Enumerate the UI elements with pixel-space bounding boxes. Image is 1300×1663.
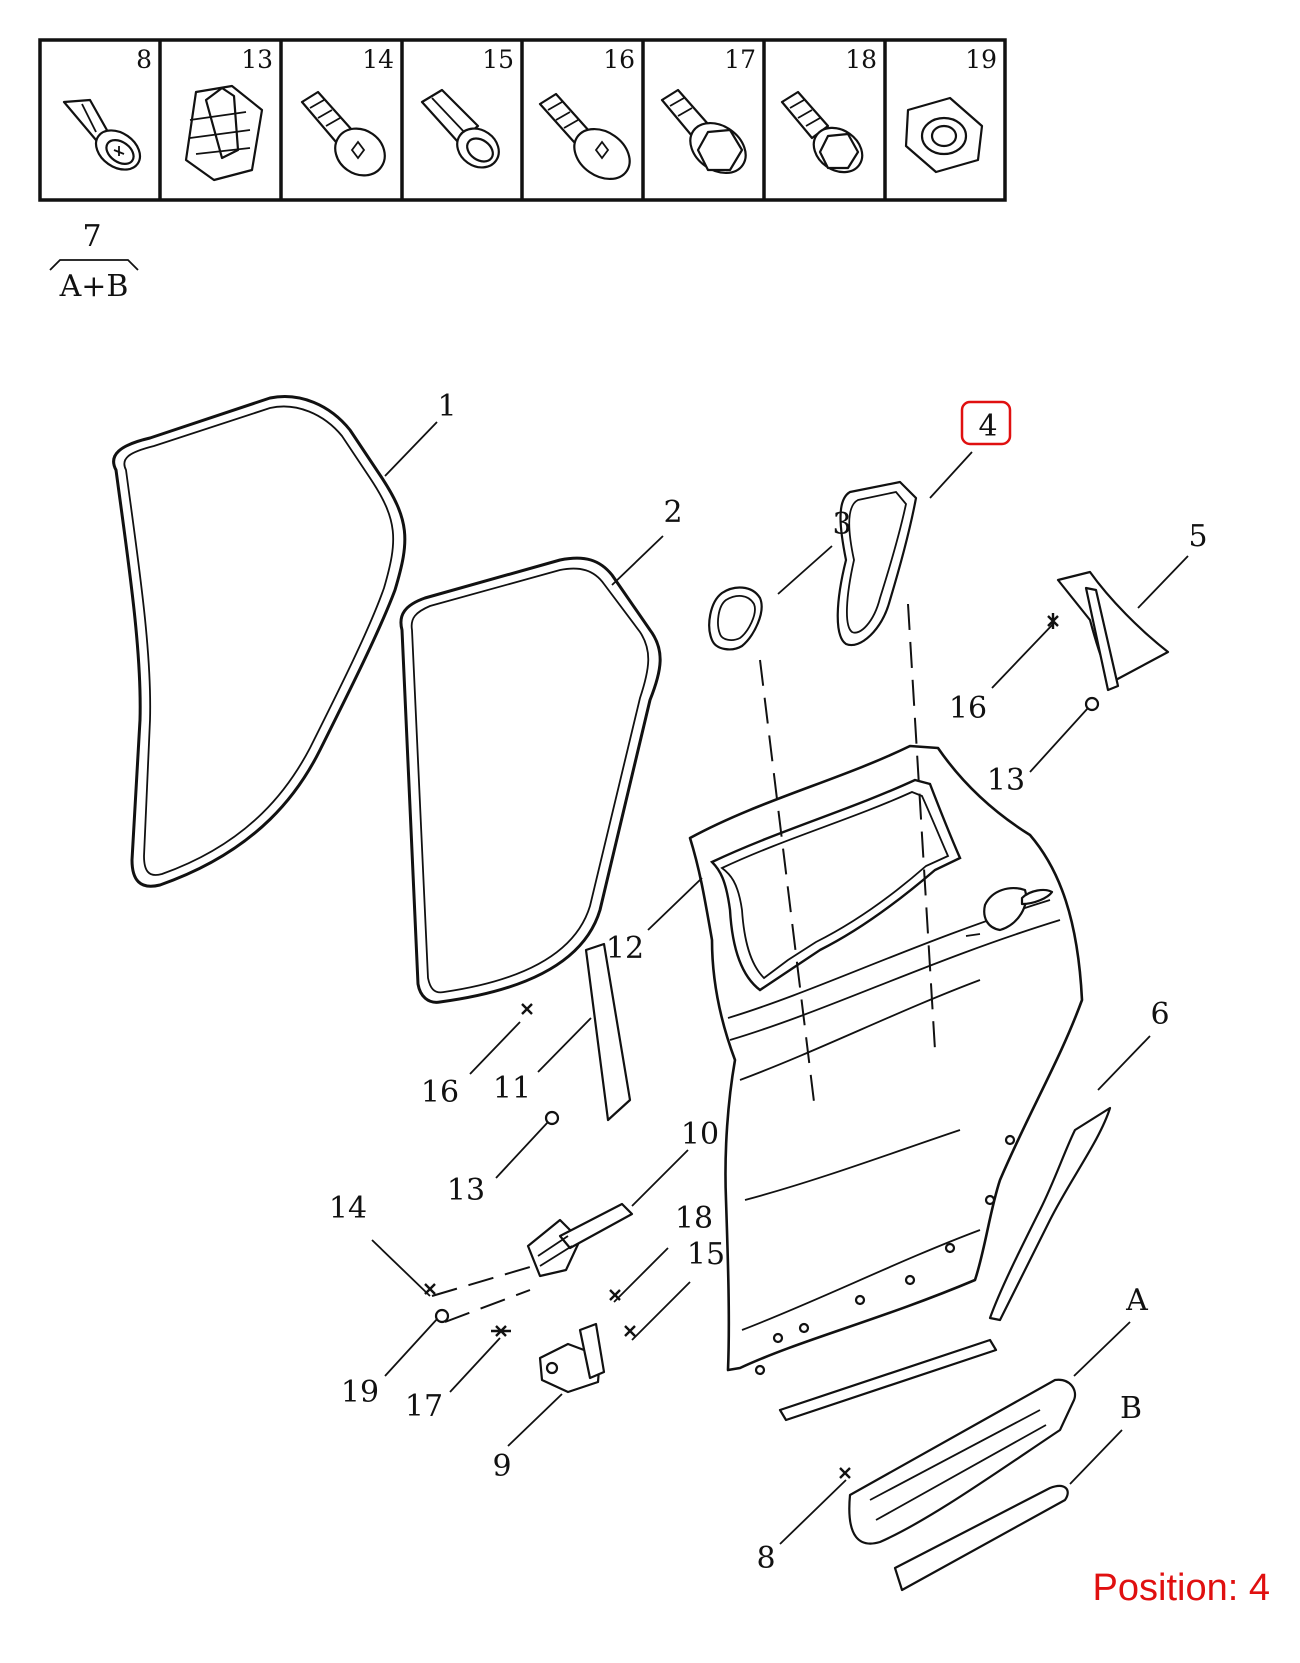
position-label: Position: 4: [1093, 1567, 1270, 1609]
cell-number-17: 17: [724, 45, 756, 74]
callout-9: 9: [492, 1449, 511, 1484]
pillar-trim: [1056, 570, 1170, 692]
cell-number-18: 18: [845, 45, 877, 74]
torx-bolt-icon: [300, 90, 386, 177]
kit-number: 7: [82, 219, 101, 254]
small-grommet-seal: [708, 586, 763, 651]
cell-number-16: 16: [603, 45, 635, 74]
cell-number-8: 8: [136, 45, 152, 74]
door-shell: [688, 744, 1084, 1376]
callout-17: 17: [405, 1389, 443, 1424]
callout-19: 19: [341, 1375, 379, 1410]
cell-number-15: 15: [482, 45, 514, 74]
callout-B: B: [1120, 1391, 1142, 1426]
access-hole-seal: [836, 480, 918, 647]
callout-8: 8: [756, 1541, 775, 1576]
callout-11: 11: [493, 1071, 531, 1106]
callout-2: 2: [663, 495, 682, 530]
door-hinge: [538, 1322, 606, 1394]
callout-16-left: 16: [421, 1075, 459, 1110]
callout-13-left: 13: [447, 1173, 485, 1208]
flange-bolt-icon: [780, 90, 864, 174]
rocker-moulding-b: [893, 1484, 1069, 1592]
callout-14: 14: [329, 1191, 367, 1226]
fastener-table: 8 13 14 15 16 17 18 19: [38, 38, 1007, 202]
kit-contents: A+B: [59, 269, 129, 304]
hex-nut-icon: [904, 96, 984, 174]
sill-strip: [778, 1338, 998, 1422]
callout-15: 15: [687, 1237, 725, 1272]
pillar-applique: [584, 942, 632, 1122]
callout-10: 10: [681, 1117, 719, 1152]
callout-18: 18: [675, 1201, 713, 1236]
callout-16-right: 16: [949, 691, 987, 726]
callout-1: 1: [437, 389, 456, 424]
inner-door-seal: [399, 556, 662, 1004]
callout-13-right: 13: [987, 763, 1025, 798]
torx-screw-icon: [538, 92, 631, 181]
tapping-screw-icon: [62, 98, 142, 171]
hex-bolt-icon: [660, 88, 747, 175]
callout-4[interactable]: 4: [978, 409, 997, 444]
clip-icon: [184, 84, 264, 182]
rocker-trim-a: [848, 1378, 1077, 1545]
outer-door-seal: [112, 395, 407, 888]
cell-number-13: 13: [241, 45, 273, 74]
door-check-strap: [526, 1202, 634, 1278]
stud-icon: [420, 88, 500, 169]
callout-3: 3: [832, 507, 851, 542]
wheel-arch-trim: [988, 1106, 1112, 1322]
callouts: 1 2 3 5 6 12 11 16 16 13 13 10 14 18 15 …: [329, 389, 1208, 1576]
callout-6: 6: [1150, 997, 1169, 1032]
callout-12: 12: [606, 931, 644, 966]
callout-5: 5: [1188, 519, 1207, 554]
leader-lines: [371, 421, 1189, 1545]
mounting-lines: [431, 603, 936, 1323]
kit-label: 7 A+B: [49, 219, 139, 304]
cell-number-19: 19: [965, 45, 997, 74]
cell-number-14: 14: [362, 45, 394, 74]
highlight-box: [960, 400, 1012, 446]
callout-A: A: [1125, 1283, 1148, 1318]
